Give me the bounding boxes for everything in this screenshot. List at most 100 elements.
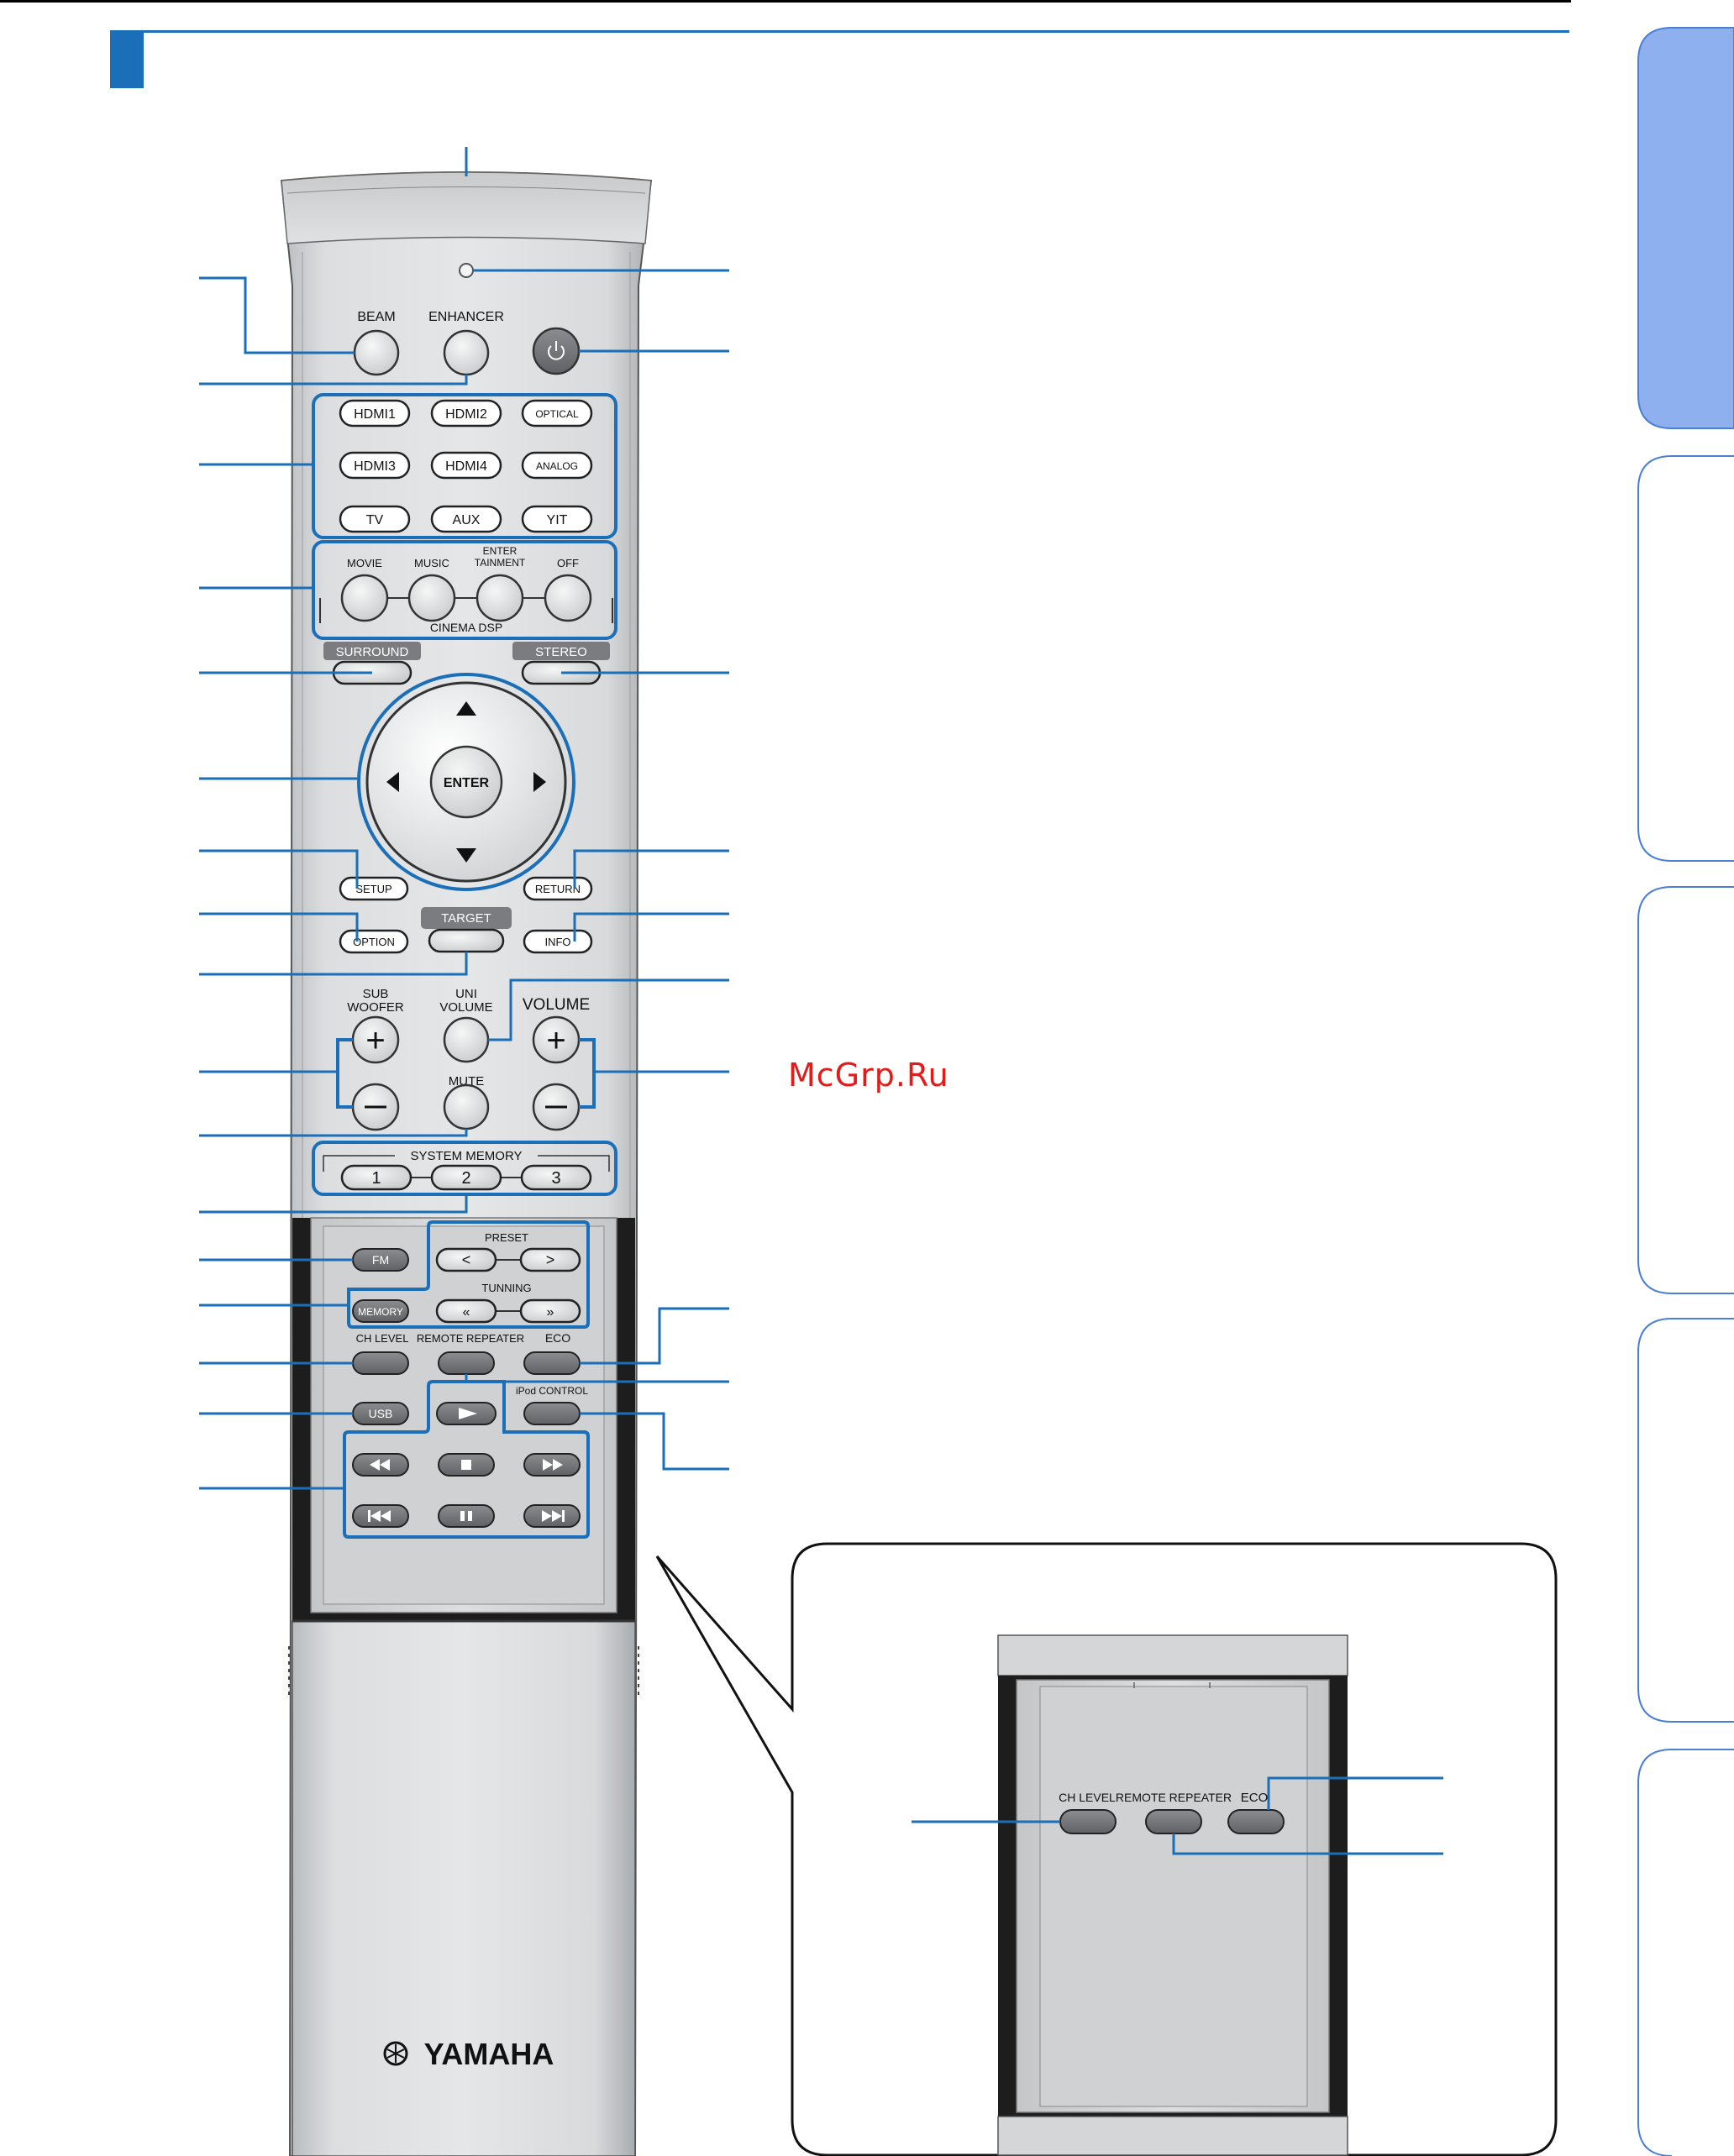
double-chevron-left-icon: «: [463, 1305, 470, 1319]
brand-label: YAMAHA: [424, 2037, 554, 2071]
beam-button[interactable]: [353, 329, 400, 376]
input-label: ANALOG: [536, 460, 578, 472]
enter-button[interactable]: [429, 745, 503, 819]
volume-label: VOLUME: [523, 996, 590, 1014]
input-button[interactable]: [339, 451, 411, 480]
dsp-off-button[interactable]: [544, 574, 592, 622]
input-button[interactable]: [339, 505, 411, 533]
input-buttons: HDMI1 HDMI2 OPTICAL HDMI3 HDMI4 ANALOG T…: [339, 399, 593, 533]
memory-button[interactable]: [352, 1299, 409, 1323]
plus-icon: +: [546, 1022, 565, 1059]
preset-next-button[interactable]: [519, 1247, 581, 1272]
chevron-left-icon: <: [462, 1251, 471, 1268]
input-label: YIT: [547, 513, 568, 527]
tuning-up-button[interactable]: [519, 1298, 581, 1324]
memory-1-button[interactable]: [340, 1164, 412, 1191]
tunning-label: TUNNING: [481, 1282, 531, 1294]
input-button[interactable]: [521, 451, 593, 480]
memory-label: MEMORY: [358, 1306, 403, 1318]
mute-button[interactable]: [443, 1083, 490, 1130]
rewind-icon: [370, 1459, 390, 1471]
system-memory-group: SYSTEM MEMORY 1 2 3: [312, 1141, 617, 1196]
double-chevron-right-icon: »: [547, 1305, 554, 1319]
entertainment-button[interactable]: [476, 574, 524, 622]
input-label: HDMI1: [354, 407, 396, 422]
memory-number: 1: [371, 1169, 381, 1188]
system-memory-label: SYSTEM MEMORY: [410, 1149, 522, 1163]
input-label: HDMI3: [354, 459, 396, 474]
skip-forward-icon: [542, 1510, 565, 1522]
target-button[interactable]: [428, 928, 505, 953]
stop-icon: [461, 1460, 471, 1470]
eco-button[interactable]: [1227, 1809, 1285, 1834]
chevron-right-icon: >: [546, 1251, 555, 1268]
up-arrow-icon[interactable]: [456, 701, 476, 716]
subwoofer-bracket: [336, 1038, 353, 1109]
remote-repeater-label: REMOTE REPEATER: [417, 1332, 524, 1345]
left-arrow-icon[interactable]: [386, 772, 399, 792]
cinema-dsp-label: CINEMA DSP: [430, 621, 502, 634]
side-tab-1[interactable]: [1637, 27, 1734, 429]
side-tab-5[interactable]: [1637, 1749, 1734, 2156]
eco-button[interactable]: [523, 1351, 581, 1375]
watermark: McGrp.Ru: [788, 1057, 949, 1094]
input-button[interactable]: [521, 399, 593, 428]
input-button[interactable]: [430, 505, 502, 533]
pause-button[interactable]: [438, 1504, 495, 1528]
remote-control: BEAM ENHANCER HDMI1 HDMI2 OPTICAL HDMI3 …: [280, 171, 653, 2156]
remote-repeater-button[interactable]: [438, 1351, 495, 1375]
surround-label: SURROUND: [336, 645, 409, 659]
right-arrow-icon[interactable]: [533, 772, 546, 792]
input-button[interactable]: [521, 505, 593, 533]
side-tab-2[interactable]: [1637, 455, 1734, 862]
side-tab-4[interactable]: [1637, 1318, 1734, 1723]
volume-bracket: [579, 1038, 596, 1109]
play-icon: [459, 1408, 477, 1419]
ch-level-button[interactable]: [1059, 1809, 1117, 1834]
ir-window: [459, 263, 474, 278]
surround-tag: [323, 642, 421, 660]
dsp-label: OFF: [557, 557, 579, 569]
ch-level-button[interactable]: [352, 1351, 409, 1375]
enter-label: ENTER: [444, 776, 490, 790]
info-label: INFO: [544, 936, 570, 948]
beam-label: BEAM: [357, 310, 395, 324]
input-button[interactable]: [430, 399, 502, 428]
input-button[interactable]: [339, 399, 411, 428]
input-button[interactable]: [430, 451, 502, 480]
tuning-down-button[interactable]: [435, 1298, 497, 1324]
ch-level-label: CH LEVEL: [1059, 1791, 1116, 1804]
usb-label: USB: [369, 1407, 393, 1420]
header-marker: [110, 30, 144, 88]
down-arrow-icon[interactable]: [456, 848, 476, 863]
option-label: OPTION: [353, 936, 395, 948]
remote-repeater-button[interactable]: [1145, 1809, 1202, 1834]
music-button[interactable]: [407, 574, 456, 622]
setup-label: SETUP: [355, 883, 391, 895]
enhancer-button[interactable]: [443, 329, 490, 376]
input-label: HDMI2: [445, 407, 487, 422]
input-label: HDMI4: [445, 459, 487, 474]
ch-level-label: CH LEVEL: [356, 1332, 409, 1345]
univolume-button[interactable]: [443, 1016, 490, 1063]
memory-3-button[interactable]: [520, 1164, 592, 1191]
power-icon: [548, 341, 565, 360]
return-label: RETURN: [535, 883, 581, 895]
dsp-highlight: [312, 540, 617, 640]
skip-back-icon: [368, 1510, 391, 1522]
zoom-callout: CH LEVEL REMOTE REPEATER ECO: [655, 1542, 1558, 2156]
fast-forward-icon: [543, 1459, 563, 1471]
memory-2-button[interactable]: [430, 1164, 502, 1191]
preset-prev-button[interactable]: [435, 1247, 497, 1272]
side-tabs: [1637, 27, 1734, 2156]
ipod-control-button[interactable]: [523, 1402, 581, 1425]
enhancer-label: ENHANCER: [428, 310, 504, 324]
input-label: AUX: [453, 513, 481, 527]
pause-icon: [460, 1511, 472, 1521]
dsp-label: MOVIE: [347, 557, 382, 569]
side-tab-3[interactable]: [1637, 886, 1734, 1294]
movie-button[interactable]: [340, 574, 389, 622]
fm-label: FM: [372, 1253, 389, 1267]
